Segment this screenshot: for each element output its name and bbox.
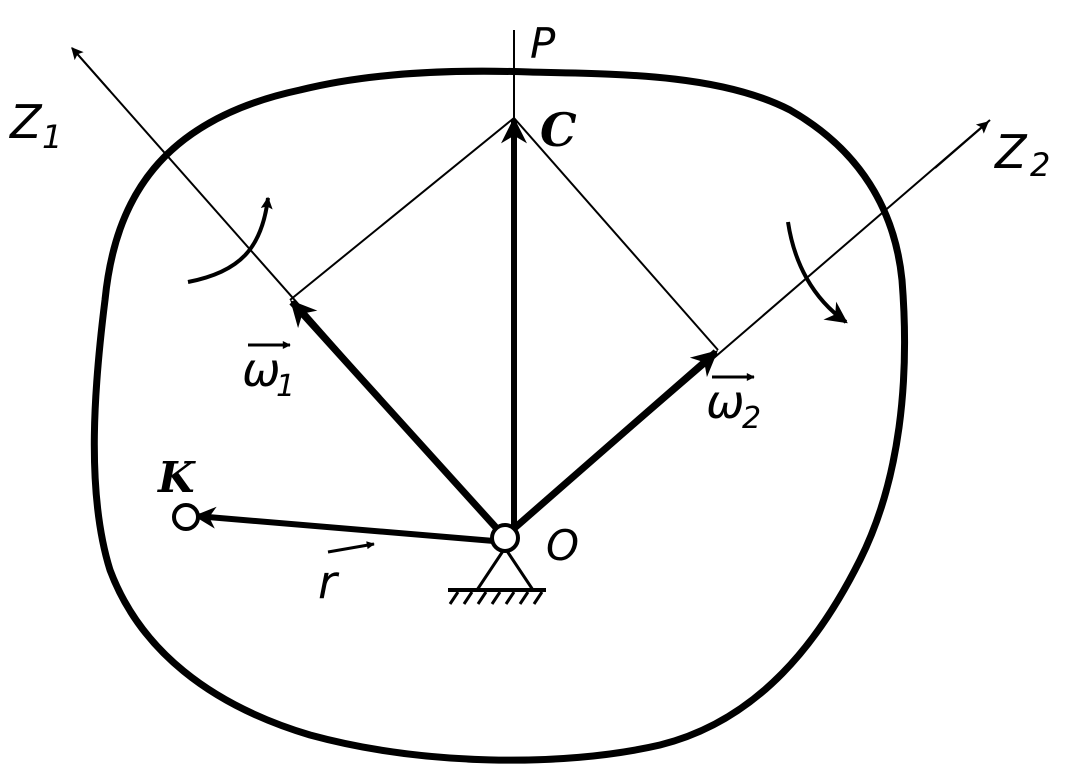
rigid-body-outline bbox=[90, 67, 909, 764]
omega1-subscript: 1 bbox=[276, 369, 295, 404]
axis-z2-subscript: 2 bbox=[1030, 146, 1050, 184]
omega2-subscript: 2 bbox=[742, 401, 761, 436]
axis-z1-arrow bbox=[71, 47, 111, 92]
omega1-vector bbox=[289, 299, 503, 535]
rotation-arrow-z2 bbox=[786, 221, 848, 324]
omega2-label: ω bbox=[706, 375, 745, 429]
axis-z1-subscript: 1 bbox=[42, 118, 62, 156]
axis-z2-label: Z bbox=[993, 125, 1028, 179]
radius-overarrow bbox=[327, 541, 375, 554]
rotation-arrow-z1 bbox=[187, 196, 273, 284]
axis-z1-label: Z bbox=[8, 95, 43, 149]
pivot-support bbox=[448, 545, 546, 605]
parallelogram-side-right bbox=[513, 117, 719, 351]
point-o-marker bbox=[490, 523, 520, 553]
axis-z2-arrow bbox=[934, 121, 989, 169]
point-k-label: K bbox=[157, 453, 196, 502]
point-p-label: P bbox=[530, 19, 556, 68]
point-o-label: O bbox=[546, 521, 579, 570]
radius-label: r bbox=[318, 555, 340, 609]
omega1-label: ω bbox=[242, 343, 281, 397]
omega2-vector bbox=[507, 349, 719, 535]
point-k-marker bbox=[172, 503, 200, 531]
parallelogram-side-left bbox=[289, 117, 515, 301]
point-c-label: C bbox=[540, 103, 577, 157]
radius-vector-r bbox=[193, 506, 495, 544]
